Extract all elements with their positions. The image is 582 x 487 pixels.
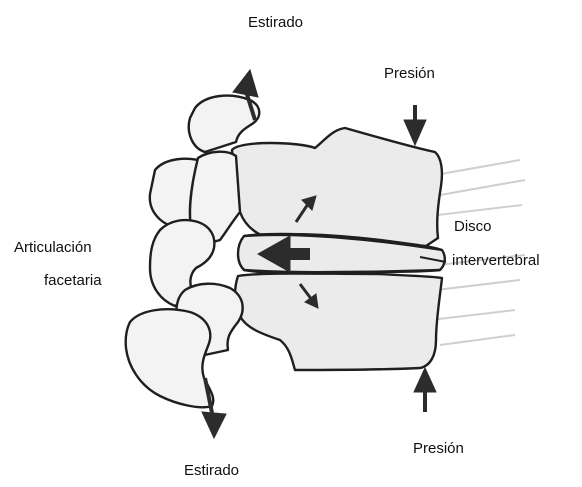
pressure-arrow-top (404, 105, 426, 145)
label-facet-line2: facetaria (44, 270, 102, 292)
pressure-arrow-bottom (414, 368, 436, 412)
label-disc-line2: intervertebral (452, 250, 540, 272)
label-pressure-top: Presión (384, 63, 435, 85)
lower-vertebral-body (235, 274, 442, 371)
label-pressure-bottom: Presión (413, 438, 464, 460)
label-stretched-top: Estirado (248, 12, 303, 34)
label-stretched-bottom: Estirado (184, 460, 239, 482)
lower-spinous-process (126, 309, 214, 407)
label-facet-line1: Articulación (14, 237, 92, 259)
upper-vertebral-body (232, 128, 442, 246)
label-disc-line1: Disco (454, 216, 492, 238)
